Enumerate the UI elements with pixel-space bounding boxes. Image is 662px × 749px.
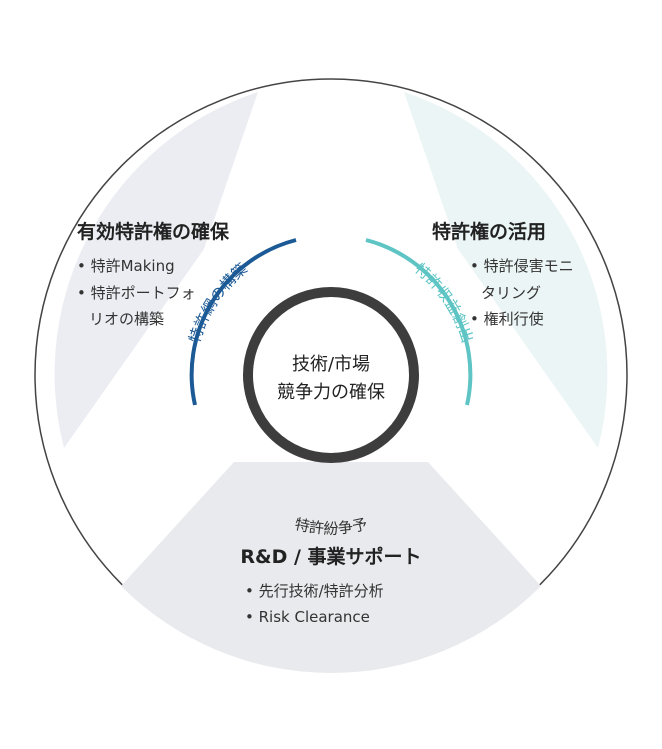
right-segment-title: 特許権の活用	[432, 220, 546, 243]
segment-bottom	[121, 462, 541, 673]
left-arc-label: 特許網の構築	[185, 260, 250, 346]
bottom-arc-label: 特許紛争予	[293, 515, 369, 538]
segment-left	[54, 92, 259, 448]
bottom-segment-title: R&D / 事業サポート	[240, 545, 421, 568]
right-bullet-3: • 権利行使	[470, 310, 544, 328]
left-bullet-1: • 特許Making	[77, 257, 175, 275]
left-arc	[189, 238, 297, 406]
right-bullet-1: • 特許侵害モニ	[470, 257, 574, 275]
left-bullet-3: リオの構築	[89, 310, 164, 328]
bottom-bullet-2: • Risk Clearance	[245, 608, 370, 626]
right-arc	[365, 238, 473, 406]
center-ring	[243, 287, 419, 463]
left-bullet-2: • 特許ポートフォ	[77, 284, 196, 302]
segment-right	[404, 92, 608, 448]
right-bullet-2: タリング	[481, 284, 541, 302]
center-line-1: 技術/市場	[292, 354, 370, 375]
left-segment-title: 有効特許権の確保	[77, 220, 230, 243]
center-line-2: 競争力の確保	[277, 382, 385, 403]
bottom-bullet-1: • 先行技術/特許分析	[245, 582, 384, 600]
right-arc-label: 特許収益創出	[411, 260, 476, 346]
